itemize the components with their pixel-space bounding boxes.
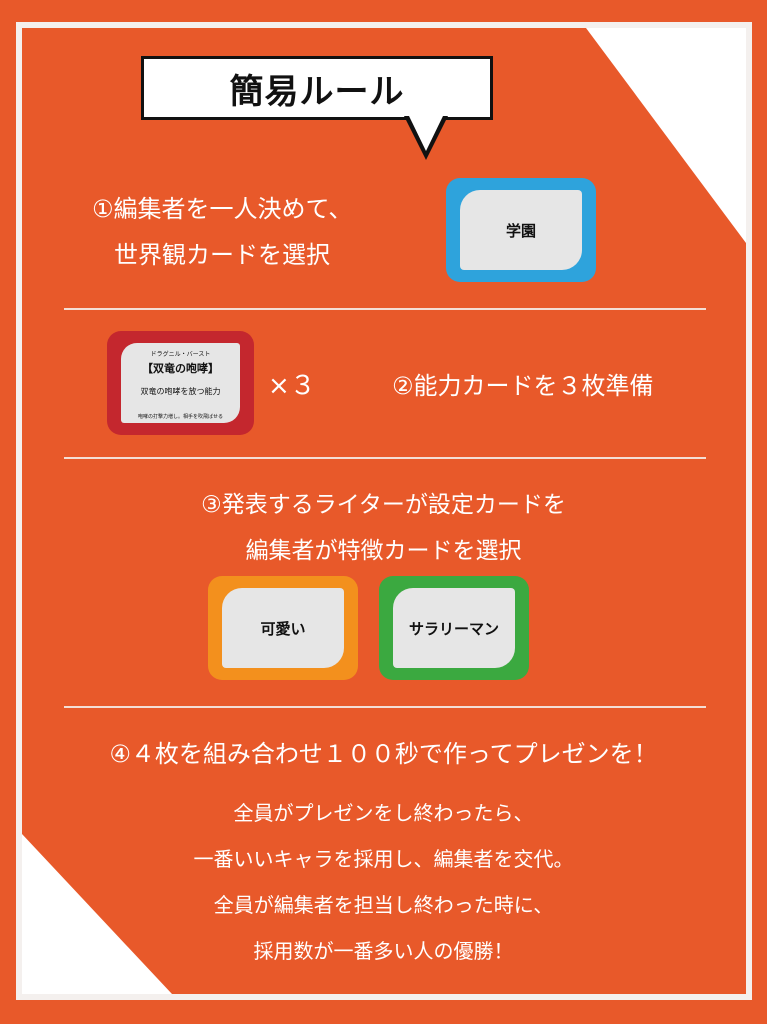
step3-text: ③発表するライターが設定カードを 編集者が特徴カードを選択 bbox=[0, 482, 767, 574]
ability-card-note: 咆哮の打撃力増し。相手を吹飛ばせる bbox=[137, 414, 223, 420]
trait-card-face: サラリーマン bbox=[393, 588, 515, 668]
poster-frame bbox=[16, 22, 752, 1000]
corner-decoration-bottom-left bbox=[22, 834, 172, 994]
divider-2 bbox=[64, 457, 706, 459]
summary-line-3: 全員が編集者を担当し終わった時に、 bbox=[213, 893, 554, 917]
speech-bubble-tail-fill bbox=[409, 116, 443, 151]
divider-3 bbox=[64, 706, 706, 708]
ability-card-name: 【双竜の咆哮】 bbox=[142, 362, 219, 375]
step3-line1: ③発表するライターが設定カードを bbox=[201, 492, 566, 518]
setting-card-face: 可愛い bbox=[222, 588, 344, 668]
world-card: 学園 bbox=[446, 178, 596, 282]
step1-line1: ①編集者を一人決めて、 bbox=[92, 195, 353, 223]
setting-card-label: 可愛い bbox=[260, 619, 306, 638]
step3-line2: 編集者が特徴カードを選択 bbox=[245, 538, 522, 564]
trait-card-label: サラリーマン bbox=[408, 619, 499, 638]
ability-card-face: ドラグニル・バースト 【双竜の咆哮】 双竜の咆哮を放つ能力 咆哮の打撃力増し。相… bbox=[121, 343, 240, 423]
summary-line-2: 一番いいキャラを採用し、編集者を交代。 bbox=[193, 847, 574, 871]
step1-text: ①編集者を一人決めて、 世界観カードを選択 bbox=[92, 186, 352, 278]
corner-decoration-top-right bbox=[586, 28, 746, 243]
divider-1 bbox=[64, 308, 706, 310]
trait-card: サラリーマン bbox=[379, 576, 529, 680]
summary-line-1: 全員がプレゼンをし終わったら、 bbox=[233, 801, 534, 825]
summary-line-4: 採用数が一番多い人の優勝！ bbox=[253, 939, 514, 963]
step4-text: ④４枚を組み合わせ１００秒で作ってプレゼンを！ bbox=[109, 740, 658, 768]
summary-text: 全員がプレゼンをし終わったら、 一番いいキャラを採用し、編集者を交代。 全員が編… bbox=[0, 790, 767, 974]
world-card-label: 学園 bbox=[505, 221, 536, 240]
setting-card: 可愛い bbox=[208, 576, 358, 680]
title-speech-bubble: 簡易ルール bbox=[141, 56, 493, 120]
page-title: 簡易ルール bbox=[229, 71, 405, 112]
step2-text: ②能力カードを３枚準備 bbox=[392, 372, 654, 400]
ability-card: ドラグニル・バースト 【双竜の咆哮】 双竜の咆哮を放つ能力 咆哮の打撃力増し。相… bbox=[107, 331, 254, 435]
step1-line2: 世界観カードを選択 bbox=[114, 241, 330, 269]
ability-card-ruby: ドラグニル・バースト bbox=[150, 351, 211, 358]
world-card-face: 学園 bbox=[460, 190, 582, 270]
multiplier-text: ×３ bbox=[268, 371, 316, 401]
ability-card-description: 双竜の咆哮を放つ能力 bbox=[140, 387, 221, 396]
